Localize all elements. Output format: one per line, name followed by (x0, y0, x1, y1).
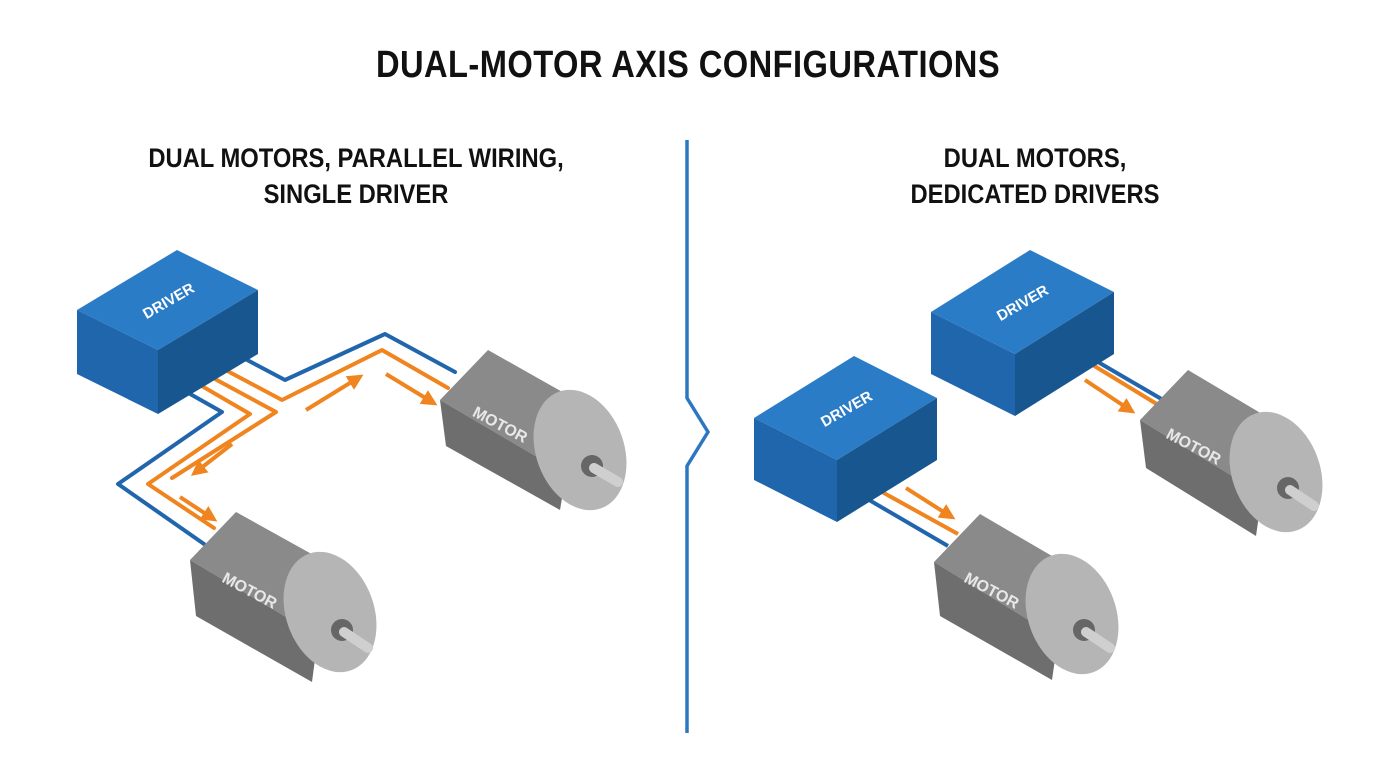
right-heading-line1: DUAL MOTORS, (943, 143, 1127, 173)
current-arrow-icon (190, 442, 234, 476)
wire-orange-a-to-motor-1 (146, 376, 252, 530)
current-arrow-icon (178, 495, 218, 522)
motor-unit: MOTOR (190, 512, 377, 682)
right-panel-heading: DUAL MOTORS, DEDICATED DRIVERS (890, 140, 1180, 212)
driver-box: DRIVER (77, 250, 258, 414)
wire-orange-b-to-motor-1 (170, 370, 278, 480)
current-arrow-icon (384, 372, 438, 406)
motor-unit: MOTOR (1140, 370, 1323, 536)
wire-blue-to-motor-1 (116, 384, 224, 546)
left-panel-heading: DUAL MOTORS, PARALLEL WIRING, SINGLE DRI… (127, 140, 585, 212)
wire-blue (1096, 360, 1172, 406)
wire-orange-to-motor-2 (216, 348, 450, 402)
left-heading-line2: SINGLE DRIVER (263, 179, 449, 209)
driver-box: DRIVER (754, 356, 937, 522)
wire-blue-to-motor-2 (230, 332, 457, 382)
diagram-title: DUAL-MOTOR AXIS CONFIGURATIONS (375, 44, 1001, 86)
panel-divider (685, 140, 711, 733)
current-arrow-icon (1083, 378, 1136, 414)
parallel-wiring (116, 332, 457, 546)
right-heading-line2: DEDICATED DRIVERS (910, 179, 1160, 209)
motor-unit: MOTOR (440, 350, 627, 511)
driver-box: DRIVER (931, 250, 1114, 416)
current-arrow-icon (304, 374, 364, 412)
left-heading-line1: DUAL MOTORS, PARALLEL WIRING, (148, 143, 564, 173)
current-arrow-icon (904, 486, 956, 520)
motor-unit: MOTOR (934, 514, 1119, 680)
